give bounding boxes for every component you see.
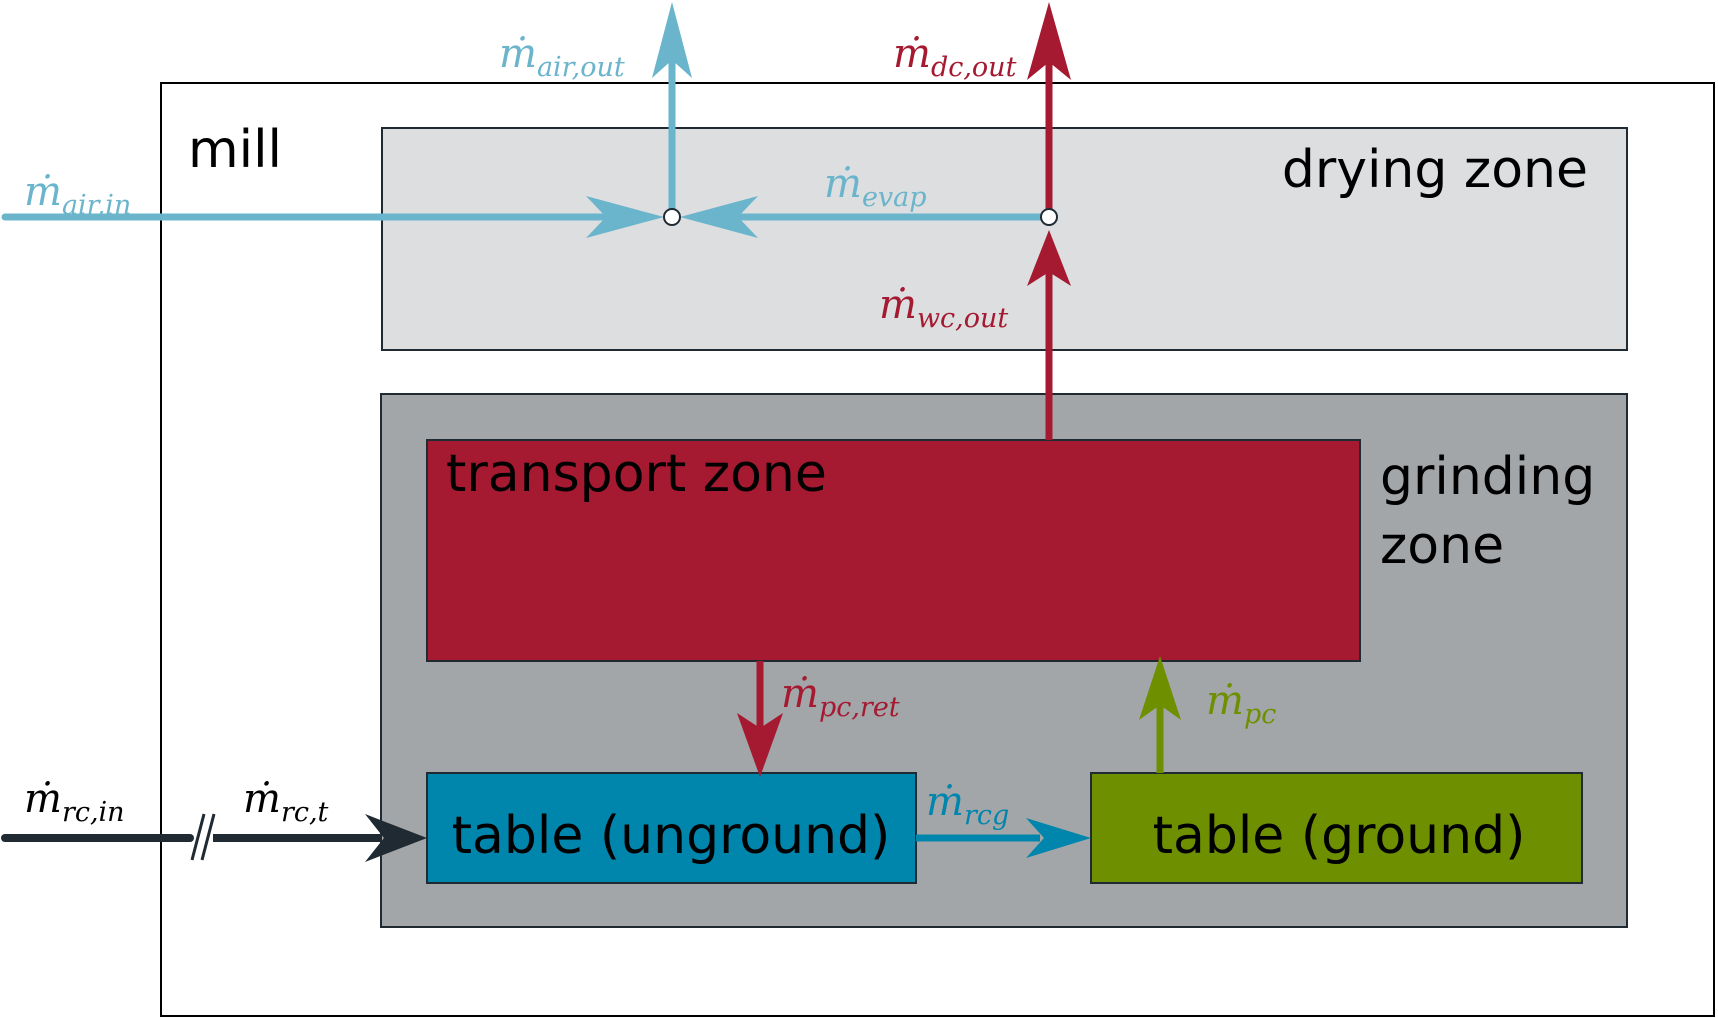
grinding-zone-label-line2: zone (1380, 516, 1504, 576)
evap-label: ṁevap (824, 161, 927, 213)
rcg-arrow (916, 818, 1091, 858)
table-ground-box (1090, 772, 1583, 884)
air-out-label: ṁair,out (499, 31, 625, 83)
mill-label: mill (188, 120, 282, 180)
evap-arrow (680, 196, 1048, 238)
wc-out-label: ṁwc,out (879, 282, 1008, 334)
wc-out-arrow (1027, 230, 1071, 440)
rc-break-mark (190, 813, 216, 861)
rc-t-label: ṁrc,t (243, 776, 329, 828)
air-junction-node (663, 208, 681, 226)
pc-arrow (1139, 656, 1181, 773)
dc-junction-node (1040, 208, 1058, 226)
dc-out-label: ṁdc,out (893, 31, 1017, 83)
pc-label: ṁpc (1206, 678, 1276, 730)
pc-ret-arrow (737, 661, 783, 777)
table-ground-label: table (ground) (1153, 806, 1526, 866)
rc-arrow (1, 814, 427, 862)
pc-ret-label: ṁpc,ret (781, 671, 900, 723)
drying-zone-box (381, 127, 1628, 351)
air-in-label: ṁair,in (24, 169, 131, 221)
table-unground-label: table (unground) (452, 806, 891, 866)
air-in-arrow (1, 196, 664, 238)
drying-zone-label: drying zone (1282, 140, 1588, 200)
grinding-zone-label-line1: grinding (1380, 447, 1595, 507)
air-out-arrow (652, 2, 692, 217)
transport-zone-box (426, 439, 1361, 662)
rcg-label: ṁrcg (926, 779, 1009, 831)
dc-out-arrow (1027, 2, 1071, 217)
transport-zone-label: transport zone (446, 444, 827, 504)
table-unground-box (426, 772, 917, 884)
rc-in-label: ṁrc,in (24, 776, 125, 828)
